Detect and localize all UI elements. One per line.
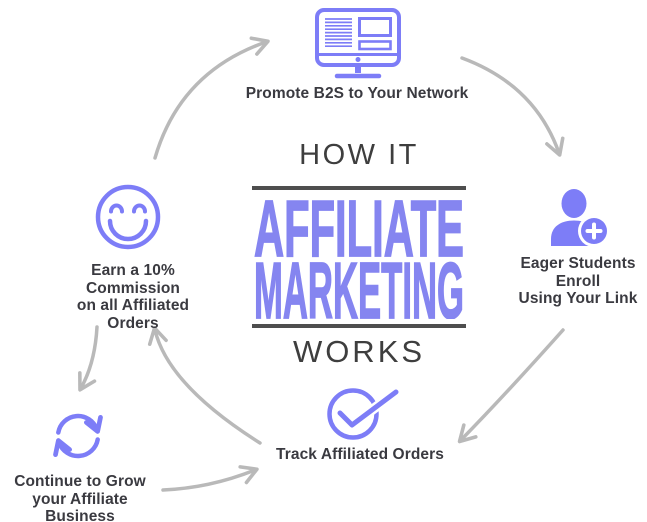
- promote-step-label: Promote B2S to Your Network: [245, 85, 469, 102]
- title-post-text: WORKS: [292, 334, 426, 369]
- track-step-label: Track Affiliated Orders: [276, 446, 444, 463]
- smiley-face-icon: [95, 184, 161, 250]
- refresh-cycle-icon: [53, 413, 103, 459]
- grow-step-label: Continue to Grow your Affiliate Business: [14, 473, 146, 522]
- arrow-enroll-to-track: [457, 328, 565, 444]
- check-circle-icon: [327, 387, 400, 440]
- arrow-commission-to-grow: [78, 325, 99, 392]
- commission-step-label: Earn a 10% Commission on all Affiliated …: [76, 262, 190, 332]
- computer-monitor-icon: [315, 8, 401, 79]
- title-main-line2: MARKETING: [254, 246, 464, 319]
- arrow-promote-to-enroll: [460, 56, 565, 157]
- title-pre-text: HOW IT: [299, 139, 419, 171]
- add-user-icon: [551, 189, 610, 247]
- arrow-grow-to-track: [161, 465, 259, 492]
- title-divider-top: [252, 186, 466, 190]
- enroll-step-label: Eager Students Enroll Using Your Link: [518, 255, 638, 307]
- title-main-line1: AFFILIATE: [254, 195, 464, 273]
- title-divider-bottom: [252, 324, 466, 328]
- title-main-text: AFFILIATE MARKETING: [253, 195, 464, 319]
- arrow-track-to-commission: [147, 326, 262, 445]
